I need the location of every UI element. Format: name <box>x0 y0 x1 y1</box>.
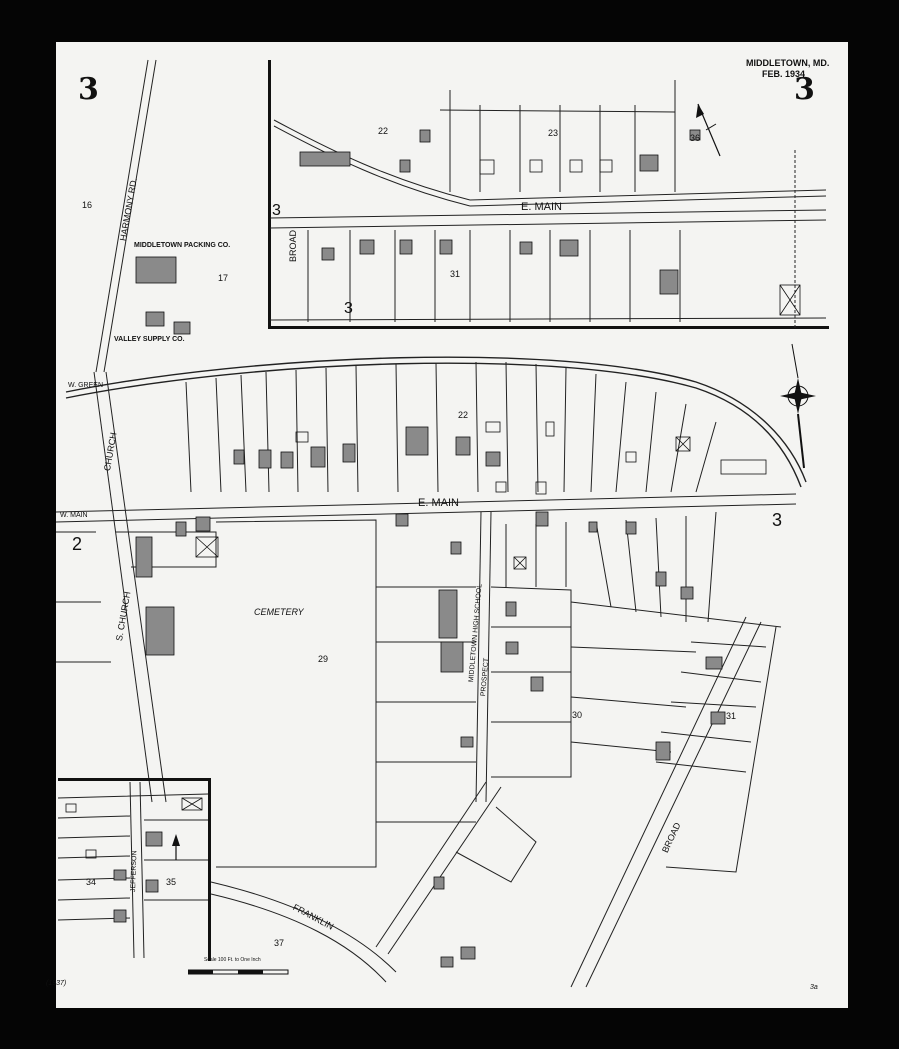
inset-panel-bottom-left <box>58 778 211 961</box>
street-e-main: E. MAIN <box>418 497 459 509</box>
scale-bar <box>188 969 289 975</box>
street-broad-inset: BROAD <box>288 229 298 262</box>
block-number: 30 <box>572 710 583 720</box>
street-w-green: W. GREEN <box>68 382 104 389</box>
map-linework <box>56 59 807 988</box>
compass-rose-icon <box>780 343 816 469</box>
packing-co-label: MIDDLETOWN PACKING CO. <box>134 242 231 249</box>
block-number: 23 <box>548 128 559 138</box>
sheet-number-left: 3 <box>78 72 99 107</box>
block-number: 36 <box>690 133 701 143</box>
sheet-ref-3-right: 3 <box>772 510 783 530</box>
block-number: 34 <box>86 877 97 887</box>
block-number: 16 <box>82 200 93 210</box>
block-number: 37 <box>274 938 285 948</box>
block-number: 31 <box>726 711 737 721</box>
street-jefferson: JEFFERSON <box>130 850 139 893</box>
block-number: 17 <box>218 273 229 283</box>
block-number: 22 <box>458 410 469 420</box>
sheet-ref-2: 2 <box>72 534 83 554</box>
street-w-main: W. MAIN <box>60 512 88 519</box>
map-sheet: 3 3 MIDDLETOWN, MD. FEB. 1934 <box>46 42 848 1008</box>
north-arrow-icon <box>696 103 721 157</box>
block-number: 22 <box>378 126 389 136</box>
block-number: 31 <box>450 269 461 279</box>
sheet-ref-inset-bottom: 3 <box>344 300 353 317</box>
footer-right: 3a <box>810 984 818 991</box>
map-date: FEB. 1934 <box>762 69 806 79</box>
inset-panel-top <box>268 60 829 329</box>
scale-caption: Scale 100 Ft. to One Inch <box>204 957 261 963</box>
cemetery-label: CEMETERY <box>254 607 304 617</box>
street-e-main-inset: E. MAIN <box>521 201 562 213</box>
sheet-number-right: 3 <box>794 72 815 107</box>
block-number: 35 <box>166 877 177 887</box>
footer-left: (1937) <box>46 980 67 987</box>
inset-bottom-linework <box>58 781 209 959</box>
block-number: 29 <box>318 654 329 664</box>
sheet-ref-inset-left: 3 <box>272 202 281 219</box>
town-title: MIDDLETOWN, MD. <box>746 58 830 68</box>
supply-co-label: VALLEY SUPPLY CO. <box>114 336 185 343</box>
inset-top-linework <box>270 80 827 330</box>
